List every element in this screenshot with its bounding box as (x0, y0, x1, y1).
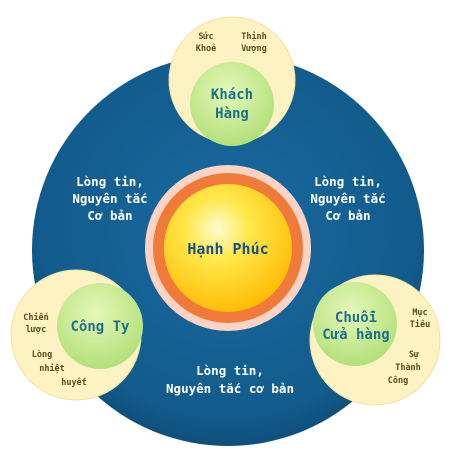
segment-right-line: Nguyên tắc (310, 191, 385, 206)
node-store-chain-sub: Công (388, 375, 408, 386)
node-company-sub: lược (26, 325, 46, 335)
node-customers: Khách Hàng Sức Khoẻ Thịnh Vượng (168, 16, 296, 146)
center-core (164, 184, 292, 312)
node-customers-label: Hàng (215, 106, 249, 122)
node-company-inner (57, 283, 143, 369)
node-customers-sub: Vượng (241, 44, 267, 54)
node-store-chain-label: Chuỗi (335, 310, 377, 326)
segment-bottom-line: Nguyên tắc cơ bản (166, 381, 294, 396)
node-customers-label: Khách (211, 87, 253, 103)
segment-right-line: Lòng tin, (314, 174, 382, 189)
node-store-chain-inner (313, 282, 397, 366)
segment-left: Lòng tin, Nguyên tắc Cơ bản (72, 174, 147, 223)
node-store-chain: Chuỗi Cửa hàng Mục Tiêu Sự Thành Công (309, 274, 441, 406)
node-store-chain-sub: Mục (412, 308, 427, 318)
node-store-chain-sub: Tiêu (410, 319, 430, 330)
node-customers-inner (190, 62, 274, 146)
node-customers-sub: Thịnh (241, 31, 267, 42)
node-customers-sub: Khoẻ (196, 43, 216, 54)
segment-left-line: Nguyên tắc (72, 191, 147, 206)
node-store-chain-label: Cửa hàng (322, 327, 389, 343)
segment-bottom-line: Lòng tin, (196, 363, 264, 378)
node-company-sub: Lòng (32, 349, 52, 360)
segment-left-line: Cơ bản (87, 208, 132, 223)
segment-bottom: Lòng tin, Nguyên tắc cơ bản (166, 363, 294, 396)
node-customers-sub: Sức (198, 32, 213, 42)
node-company-sub: huyết (61, 377, 87, 388)
segment-right-line: Cơ bản (325, 208, 370, 223)
node-company-label: Công Ty (70, 319, 130, 335)
center-label: Hạnh Phúc (187, 240, 268, 258)
node-company-sub: Chiến (23, 312, 49, 323)
segment-right: Lòng tin, Nguyên tắc Cơ bản (310, 174, 385, 223)
node-company-sub: nhiệt (39, 363, 65, 374)
segment-left-line: Lòng tin, (76, 174, 144, 189)
node-store-chain-sub: Sự (409, 350, 420, 360)
node-company: Công Ty Chiến lược Lòng nhiệt huyết (10, 269, 143, 401)
node-store-chain-sub: Thành (395, 363, 421, 373)
